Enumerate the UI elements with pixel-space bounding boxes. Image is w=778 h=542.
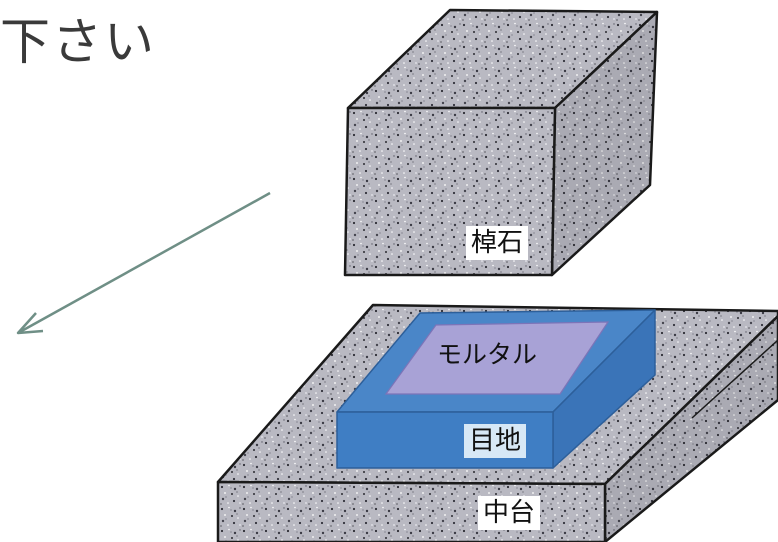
mortar-layer xyxy=(384,321,610,395)
base-label: 中台 xyxy=(478,496,541,530)
arrow-icon xyxy=(16,191,271,335)
mortar-label: モルタル xyxy=(437,340,538,369)
joint-label: 目地 xyxy=(464,424,527,458)
stone-label: 棹石 xyxy=(466,226,529,260)
heading-text: 下さい xyxy=(0,13,156,71)
